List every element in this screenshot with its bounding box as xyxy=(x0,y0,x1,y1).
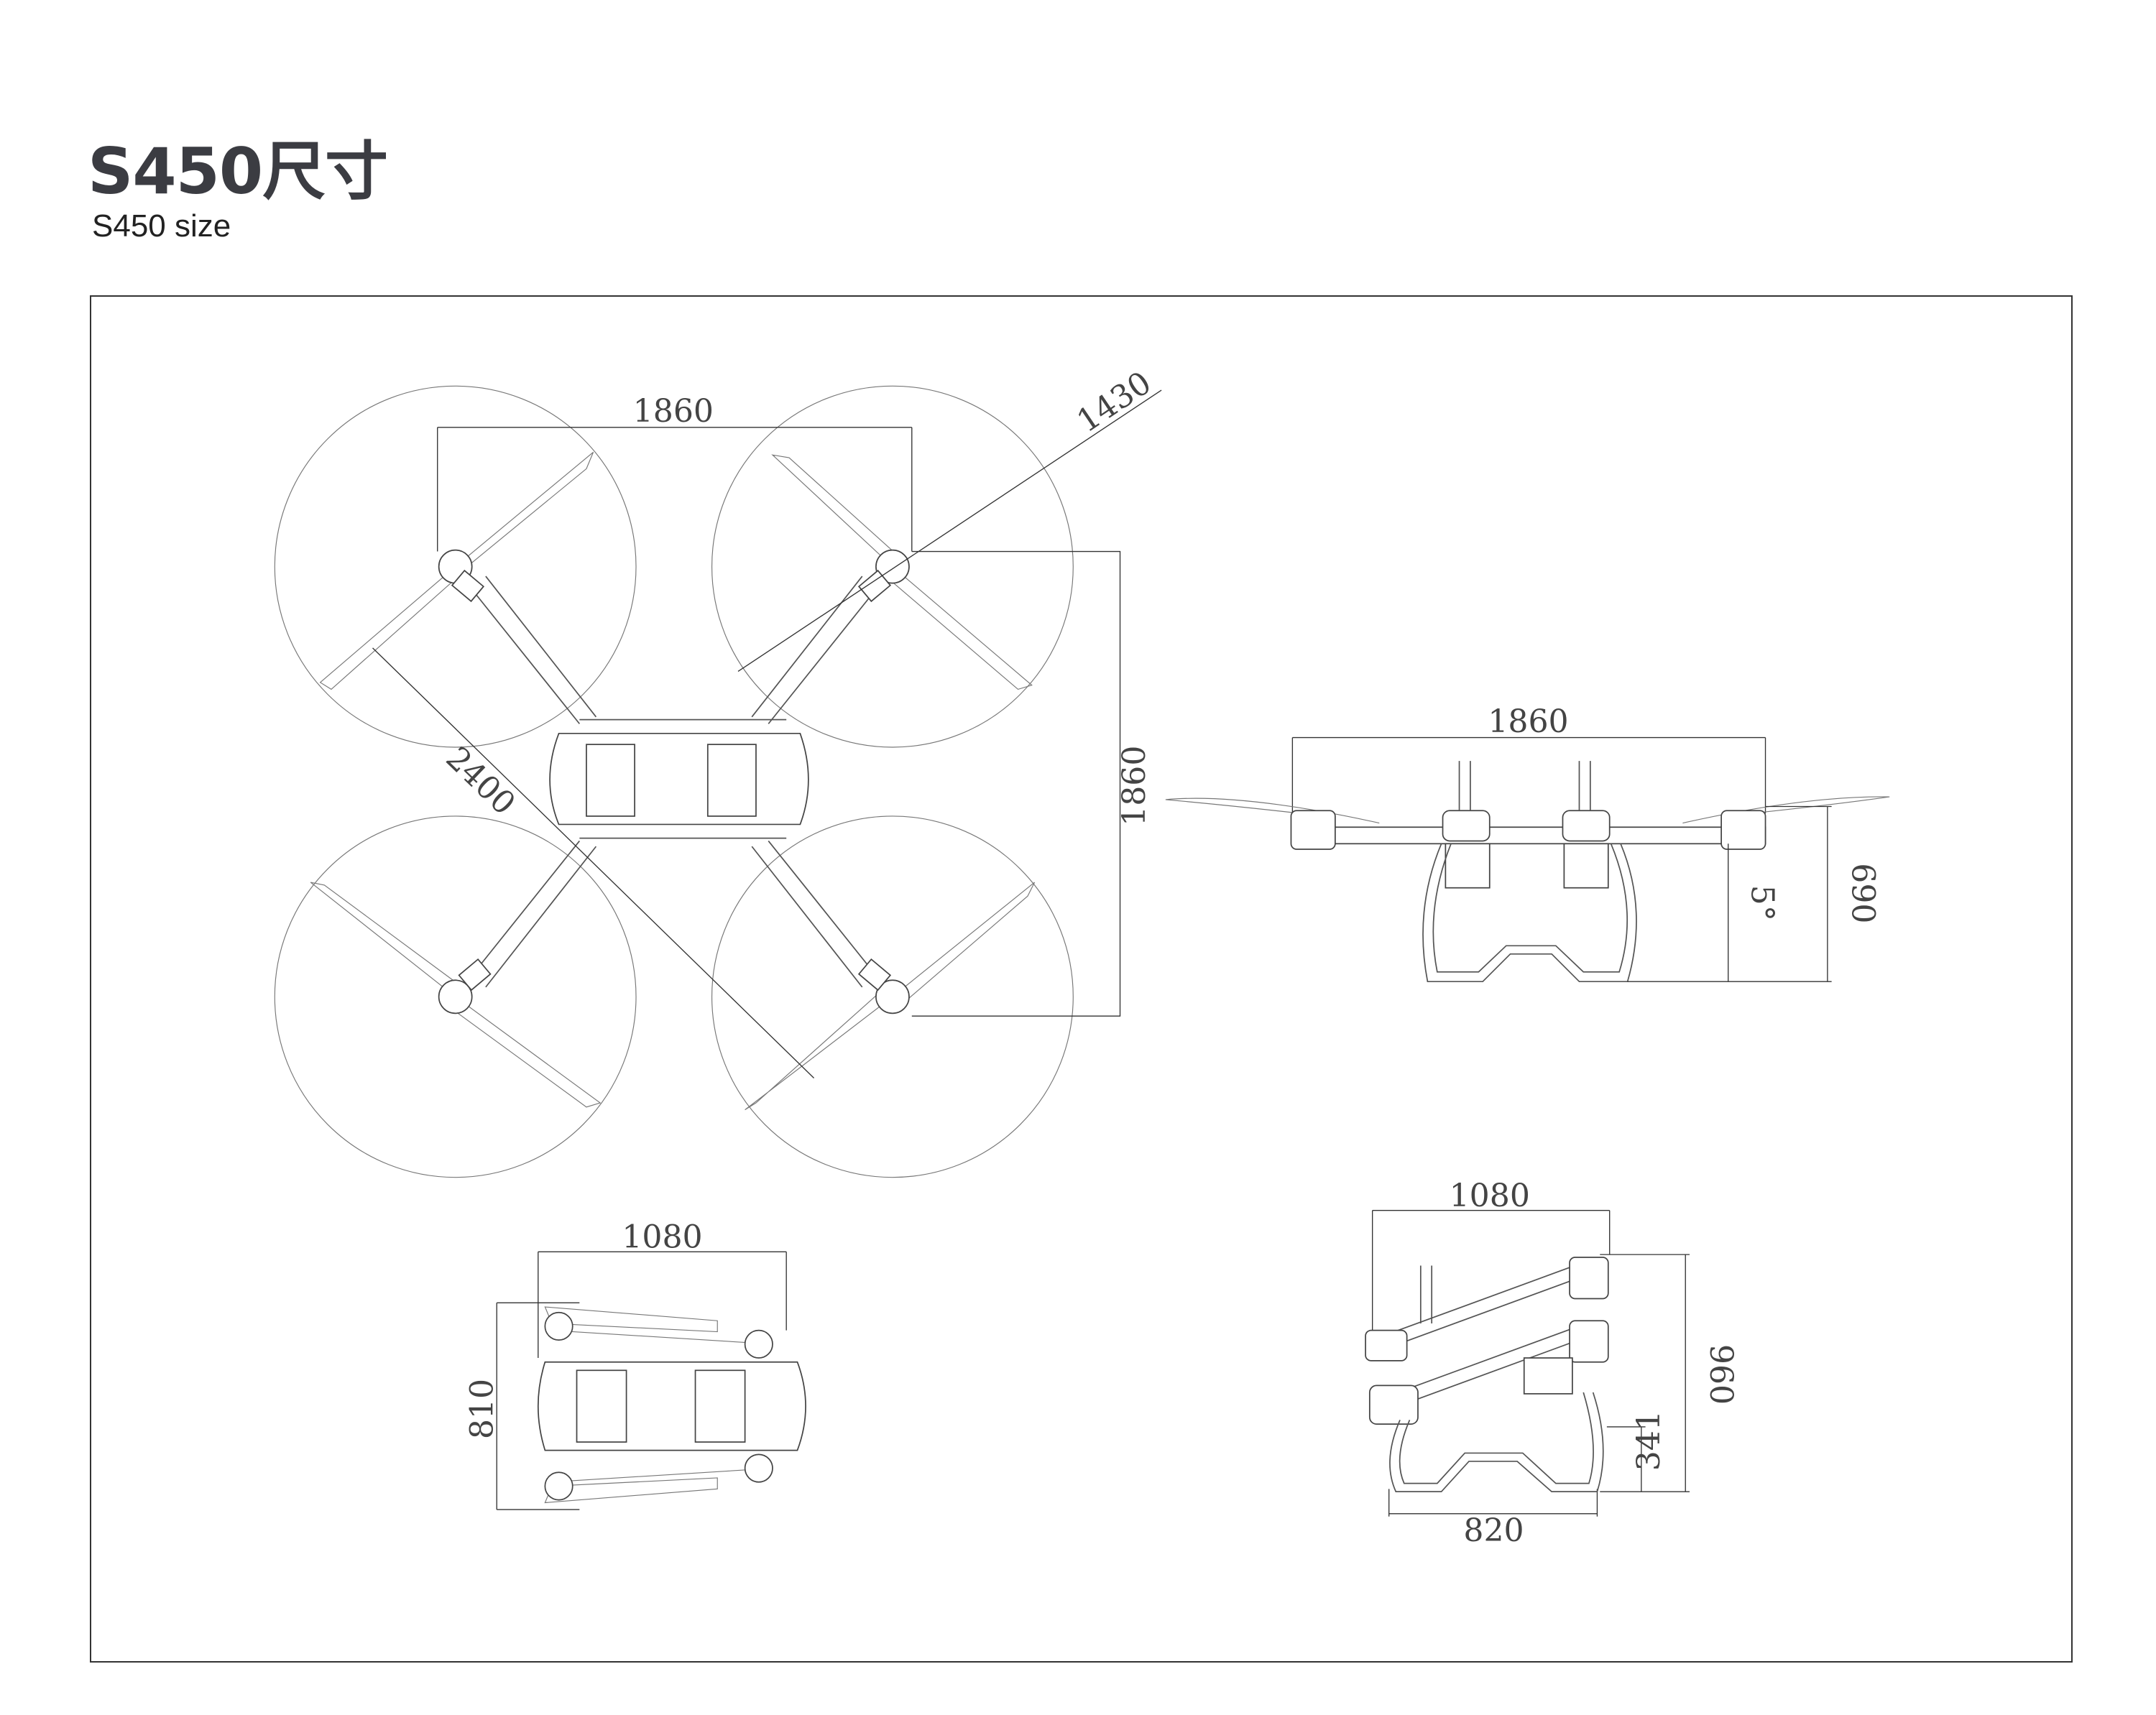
dim-folded-width: 810 xyxy=(464,1379,500,1439)
dim-side-height: 690 xyxy=(1844,863,1881,923)
dim-side-width: 1860 xyxy=(1488,703,1568,740)
dim-wheelbase-vertical: 1860 xyxy=(1116,746,1153,826)
folded-side-view: 1080 960 341 820 xyxy=(1365,1178,1739,1549)
drawing-frame xyxy=(90,295,2073,1663)
dim-folded-height: 960 xyxy=(1703,1344,1739,1405)
side-view: 1860 690 5° xyxy=(1165,703,1890,983)
page-title: S450尺寸 xyxy=(88,134,388,208)
propeller-disc xyxy=(274,815,637,1178)
dim-folded-side-length: 1080 xyxy=(1450,1178,1530,1214)
top-view: 1860 1430 1860 2400 xyxy=(274,364,1162,1178)
folded-top-view: 1080 810 xyxy=(464,1219,806,1510)
dim-prop-diameter: 1430 xyxy=(1071,364,1158,440)
propeller-disc xyxy=(274,385,637,748)
dim-wheelbase-horizontal: 1860 xyxy=(633,393,714,430)
dim-arm-angle: 5° xyxy=(1743,885,1780,921)
page-subtitle: S450 size xyxy=(92,208,231,244)
dim-folded-length: 1080 xyxy=(622,1219,702,1256)
propeller-disc xyxy=(711,385,1074,748)
dim-gear-width: 820 xyxy=(1463,1512,1524,1549)
dim-ground-clearance: 341 xyxy=(1631,1410,1667,1471)
propeller-disc xyxy=(711,815,1074,1178)
